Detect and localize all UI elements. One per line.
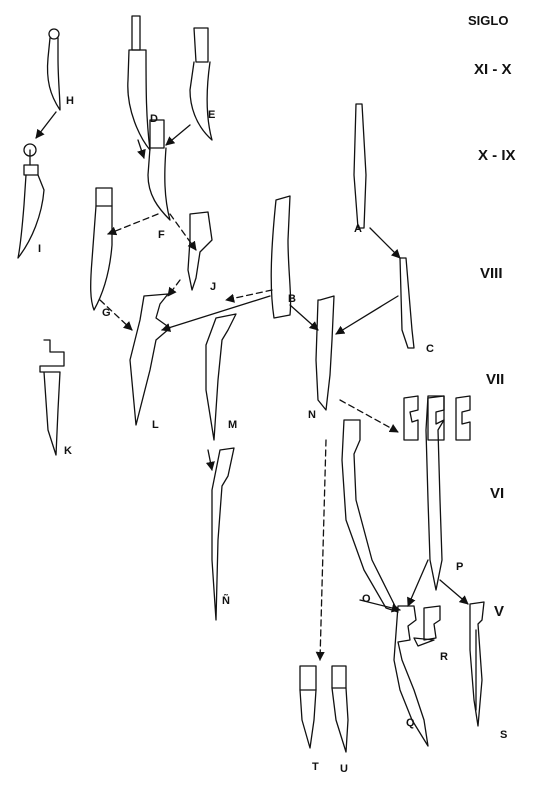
label-b: B bbox=[288, 293, 296, 305]
blade-s bbox=[469, 601, 485, 727]
siglo-header: SIGLO bbox=[468, 13, 509, 28]
label-l: L bbox=[152, 419, 159, 431]
solid-arrows bbox=[35, 111, 469, 613]
label-d: D bbox=[150, 113, 158, 125]
label-ntilde: Ñ bbox=[222, 595, 230, 607]
century-label: VIII bbox=[480, 265, 503, 282]
label-s: S bbox=[500, 729, 508, 741]
century-label: VII bbox=[486, 371, 505, 388]
blade-f bbox=[147, 119, 171, 221]
blade-h bbox=[46, 28, 61, 111]
blade-d bbox=[127, 15, 151, 151]
century-label: V bbox=[494, 603, 505, 620]
blade-p bbox=[425, 395, 445, 591]
label-r: R bbox=[440, 651, 448, 663]
blade-ntilde bbox=[211, 447, 235, 621]
blade-a bbox=[353, 103, 367, 229]
label-a: A bbox=[354, 223, 362, 235]
blade-g bbox=[90, 187, 113, 311]
label-n: N bbox=[308, 409, 316, 421]
hilt-group bbox=[403, 395, 471, 441]
label-u: U bbox=[340, 763, 348, 775]
label-i: I bbox=[38, 243, 42, 255]
label-q: Q bbox=[406, 717, 415, 729]
dashed-arrows bbox=[99, 213, 399, 661]
label-k: K bbox=[64, 445, 72, 457]
century-label: XI - X bbox=[474, 61, 512, 78]
blade-t bbox=[299, 665, 317, 749]
label-t: T bbox=[312, 761, 319, 773]
label-j: J bbox=[210, 281, 217, 293]
blade-r bbox=[423, 605, 441, 641]
blade-i bbox=[17, 143, 45, 259]
blade-n bbox=[315, 295, 335, 411]
blade-m bbox=[205, 313, 237, 441]
label-p: P bbox=[456, 561, 464, 573]
blade-l bbox=[129, 293, 171, 426]
label-f: F bbox=[158, 229, 165, 241]
blade-j bbox=[187, 211, 213, 291]
blade-u bbox=[331, 665, 349, 753]
label-h: H bbox=[66, 95, 74, 107]
label-m: M bbox=[228, 419, 238, 431]
century-label: X - IX bbox=[478, 147, 516, 164]
blade-c bbox=[399, 257, 415, 349]
label-g: G bbox=[102, 307, 111, 319]
blade-k bbox=[39, 339, 65, 456]
blade-b bbox=[270, 195, 292, 319]
label-c: C bbox=[426, 343, 434, 355]
blade-e bbox=[189, 27, 213, 141]
label-o: O bbox=[362, 593, 371, 605]
label-e: E bbox=[208, 109, 216, 121]
century-label: VI bbox=[490, 485, 505, 502]
blade-o bbox=[341, 419, 399, 613]
